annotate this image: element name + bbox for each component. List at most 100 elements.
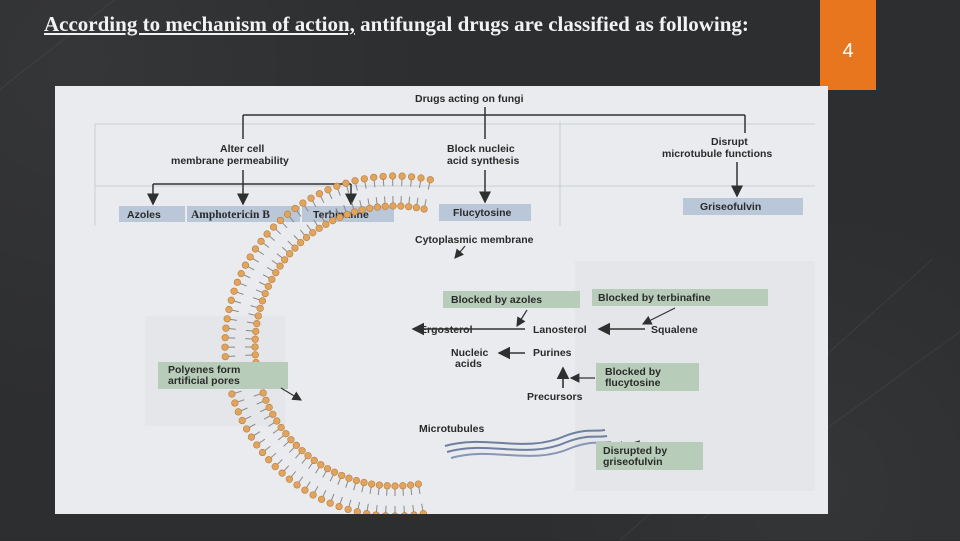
lipid-head <box>337 214 344 221</box>
blocked-azoles: Blocked by azoles <box>451 294 542 306</box>
disrupted-line2: griseofulvin <box>603 456 663 468</box>
lipid-head <box>292 245 299 252</box>
lipid-head <box>346 475 353 482</box>
lipid-head <box>370 174 377 181</box>
lipid-head <box>248 434 255 441</box>
lipid-head <box>254 320 261 327</box>
lipid-head <box>359 207 366 214</box>
lanosterol: Lanosterol <box>533 324 587 336</box>
lipid-head <box>286 476 293 483</box>
page-number: 4 <box>842 40 853 63</box>
lipid-head <box>266 404 273 411</box>
lipid-head <box>338 472 345 479</box>
lipid-head <box>278 424 285 431</box>
lipid-head <box>242 262 249 269</box>
lipid-head <box>415 481 422 488</box>
lipid-head <box>263 397 270 404</box>
lipid-head <box>235 409 242 416</box>
lipid-head <box>343 180 350 187</box>
lipid-head <box>363 510 370 514</box>
lipid-head <box>345 506 352 513</box>
branch-alter-membrane-line1: Alter cell <box>220 143 264 155</box>
slide-title-rest: antifungal drugs are classified as follo… <box>355 12 749 36</box>
drug-amphotericin: Amphotericin B <box>191 209 270 221</box>
lipid-head <box>283 430 290 437</box>
lipid-head <box>228 297 235 304</box>
lipid-head <box>253 442 260 449</box>
lipid-head <box>294 482 301 489</box>
figure-diagram: Drugs acting on fungi Alter cell membran… <box>55 86 828 514</box>
lipid-head <box>324 465 331 472</box>
lipid-head <box>352 177 359 184</box>
branch-microtubule-line2: microtubule functions <box>662 148 772 160</box>
lipid-head <box>259 298 266 305</box>
lipid-head <box>302 487 309 494</box>
lipid-head <box>299 447 306 454</box>
lipid-head <box>374 204 381 211</box>
branch-nucleic-acid-line1: Block nucleic <box>447 143 515 155</box>
lipid-head <box>229 391 236 398</box>
lipid-head <box>331 469 338 476</box>
lipid-head <box>309 229 316 236</box>
lipid-head <box>327 500 334 507</box>
drug-griseofulvin: Griseofulvin <box>700 201 761 213</box>
lipid-head <box>265 283 272 290</box>
purines: Purines <box>533 347 572 359</box>
branch-nucleic-acid-line2: acid synthesis <box>447 155 520 167</box>
lipid-head <box>272 269 279 276</box>
drug-flucytosine: Flucytosine <box>453 207 512 219</box>
lipid-head <box>380 173 387 180</box>
lipid-head <box>281 257 288 264</box>
blocked-terbinafine: Blocked by terbinafine <box>598 292 711 304</box>
lipid-head <box>418 175 425 182</box>
lipid-head <box>277 263 284 270</box>
lipid-head <box>286 250 293 257</box>
lipid-head <box>318 461 325 468</box>
lipid-head <box>325 186 332 193</box>
lipid-head <box>269 276 276 283</box>
lipid-head <box>238 270 245 277</box>
lipid-head <box>308 195 315 202</box>
branch-microtubule-line1: Disrupt <box>711 136 748 148</box>
lipid-head <box>408 174 415 181</box>
lipid-head <box>247 254 254 261</box>
lipid-head <box>279 470 286 477</box>
lipid-head <box>316 225 323 232</box>
lipid-head <box>366 205 373 212</box>
lipid-head <box>310 492 317 499</box>
lipid-head <box>351 209 358 216</box>
lipid-head <box>368 481 375 488</box>
lipid-head <box>243 426 250 433</box>
lipid-head <box>252 336 259 343</box>
lipid-head <box>311 457 318 464</box>
lipid-head <box>318 496 325 503</box>
lipid-head <box>392 483 399 490</box>
lipid-head <box>262 290 269 297</box>
lipid-head <box>421 206 428 213</box>
lipid-head <box>259 449 266 456</box>
lipid-head <box>405 203 412 210</box>
lipid-head <box>400 482 407 489</box>
lipid-head <box>384 482 391 489</box>
nucleic-acids-line2: acids <box>455 358 482 370</box>
lipid-head <box>398 203 405 210</box>
lipid-head <box>399 173 406 180</box>
lipid-head <box>292 205 299 212</box>
lipid-head <box>401 512 408 514</box>
lipid-head <box>258 238 265 245</box>
blocked-flucytosine-line2: flucytosine <box>605 377 661 389</box>
lipid-head <box>329 217 336 224</box>
classification-tree: Drugs acting on fungi Alter cell membran… <box>119 93 803 222</box>
lipid-head <box>257 305 264 312</box>
lipid-head <box>252 351 259 358</box>
lipid-head <box>224 316 231 323</box>
precursors: Precursors <box>527 391 583 403</box>
page-number-badge: 4 <box>820 0 876 90</box>
ergosterol: Ergosterol <box>420 324 473 336</box>
membrane-label: Cytoplasmic membrane <box>415 234 534 246</box>
squalene: Squalene <box>651 324 698 336</box>
lipid-head <box>353 477 360 484</box>
lipid-head <box>361 175 368 182</box>
lipid-head <box>344 211 351 218</box>
lipid-head <box>231 288 238 295</box>
